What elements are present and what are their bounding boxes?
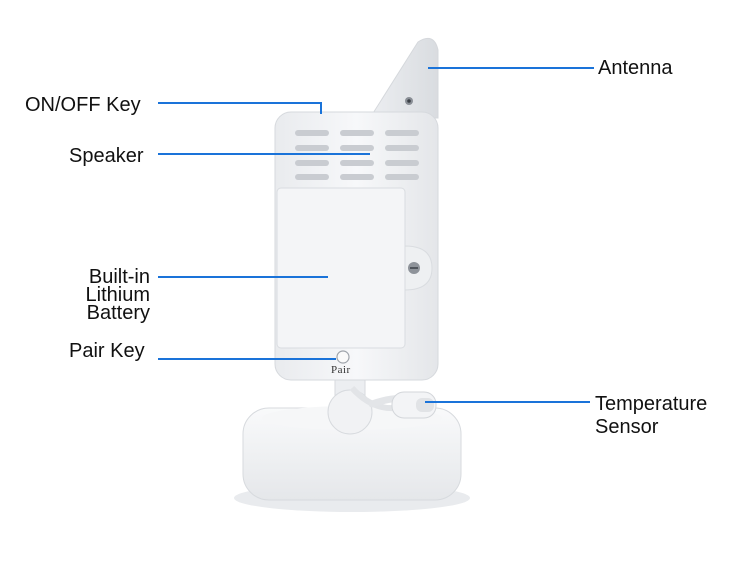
leader-speaker [158,153,370,155]
label-battery-line2: Lithium [85,284,150,306]
label-battery-line1: Built-in [88,266,150,288]
speaker-grille [295,130,419,180]
label-pair-key: Pair Key [69,340,145,362]
label-speaker: Speaker [69,145,144,167]
label-on-off-key: ON/OFF Key [25,94,141,116]
pair-key-button [336,350,350,364]
label-antenna: Antenna [598,57,673,79]
label-battery-line3: Battery [86,302,150,324]
leader-antenna [428,67,594,69]
label-battery: Built-in Lithium Battery [72,266,150,324]
leader-on-off-key-drop [320,102,322,114]
pair-key-print: Pair [331,364,351,376]
label-temperature-line2: Sensor [595,416,659,438]
label-temperature-sensor: Temperature Sensor [595,393,707,439]
label-temperature-line1: Temperature [595,393,708,415]
leader-battery [158,276,328,278]
antenna-shape [369,37,439,119]
leader-on-off-key [158,102,322,104]
battery-cover [276,187,433,349]
leader-temperature-sensor [425,401,590,403]
leader-pair-key [158,358,336,360]
